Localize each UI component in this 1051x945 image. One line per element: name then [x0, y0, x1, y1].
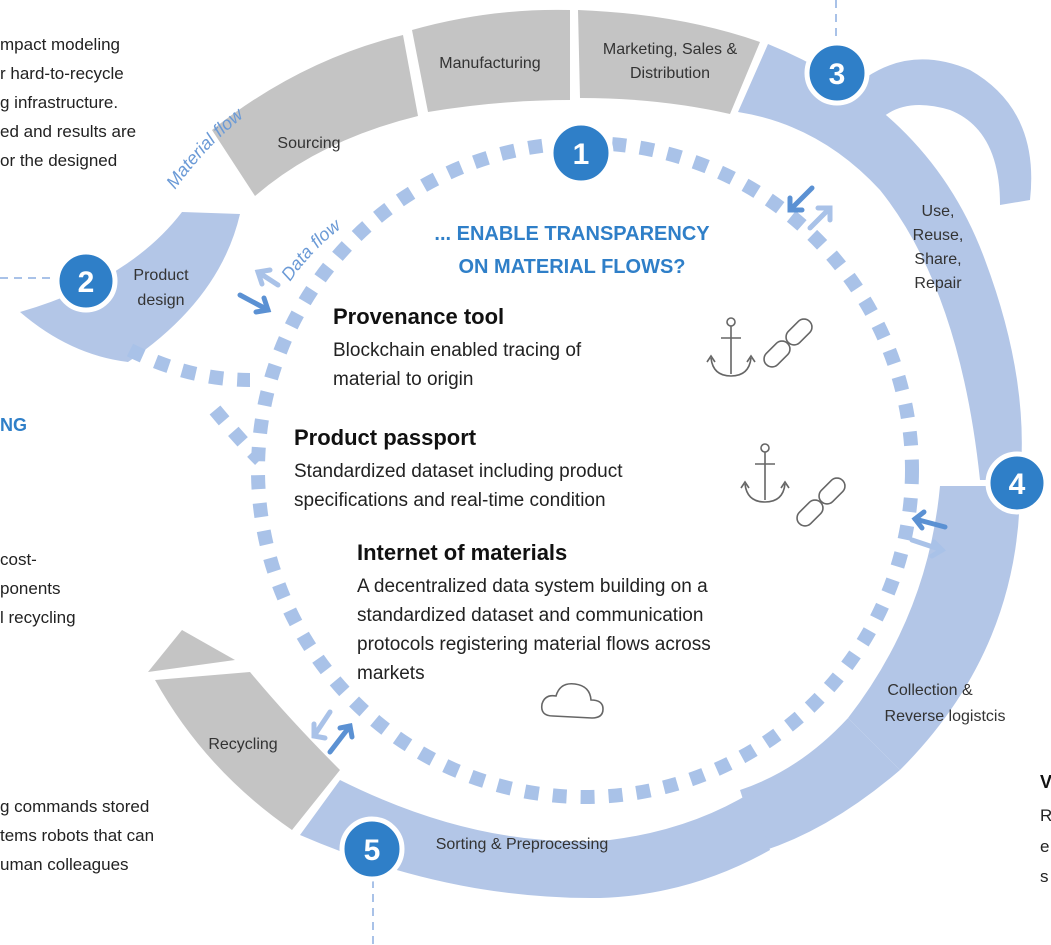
right-text-2: e: [1040, 837, 1049, 856]
step-1-badge: 1: [548, 120, 614, 186]
internet-of-materials-title: Internet of materials: [357, 540, 567, 565]
sorting-band: [300, 780, 770, 899]
collection-label-2: Reverse logistcis: [885, 708, 1006, 725]
provenance-tool-desc-1: Blockchain enabled tracing of: [333, 340, 582, 361]
provenance-tool-desc-2: material to origin: [333, 369, 473, 390]
internet-of-materials-desc-4: markets: [357, 663, 425, 684]
sourcing-segment: [212, 35, 418, 196]
recycling-label: Recycling: [208, 736, 277, 753]
left-middle-text-3: l recycling: [0, 608, 76, 627]
step-4-number: 4: [1009, 468, 1026, 501]
recycling-arrow-tip: [148, 630, 235, 672]
question-line-2: ON MATERIAL FLOWS?: [458, 256, 685, 278]
product-design-band: [20, 212, 240, 362]
data-flow-branch-lower: [209, 405, 265, 465]
recycling-segment: [155, 672, 340, 830]
top-left-text-4: ed and results are: [0, 122, 136, 141]
bottom-left-text-1: g commands stored: [0, 797, 149, 816]
step-3-badge: 3: [804, 40, 870, 106]
use-band: [738, 44, 1022, 480]
step-5-badge: 5: [339, 816, 405, 882]
step-4-badge: 4: [985, 451, 1049, 515]
right-text-1: R: [1040, 806, 1051, 825]
marketing-segment: [578, 10, 760, 114]
sourcing-label: Sourcing: [277, 135, 340, 152]
top-left-text-2: r hard-to-recycle: [0, 64, 124, 83]
bottom-left-text-2: tems robots that can: [0, 826, 154, 845]
left-middle-text-1: cost-: [0, 550, 37, 569]
collection-band-lower: [740, 718, 900, 852]
top-left-text-3: g infrastructure.: [0, 93, 118, 112]
use-label-4: Repair: [914, 275, 962, 292]
product-passport-title: Product passport: [294, 425, 477, 450]
step-3-number: 3: [829, 58, 846, 91]
left-middle-text-2: ponents: [0, 579, 61, 598]
double-arrow-right: [909, 509, 948, 559]
double-arrow-top-right: [787, 185, 833, 231]
anchor-icon: [706, 317, 756, 377]
step-2-number: 2: [78, 266, 95, 299]
provenance-tool-title: Provenance tool: [333, 304, 504, 329]
use-label-2: Reuse,: [913, 227, 964, 244]
cloud-icon: [540, 682, 604, 719]
top-left-text-5: or the designed: [0, 151, 117, 170]
marketing-label-1: Marketing, Sales &: [603, 41, 738, 58]
chain-link-icon: [796, 477, 846, 527]
internet-of-materials-desc-1: A decentralized data system building on …: [357, 576, 708, 597]
product-passport-desc-1: Standardized dataset including product: [294, 461, 623, 482]
internet-of-materials-desc-3: protocols registering material flows acr…: [357, 634, 711, 655]
right-heading: V: [1040, 772, 1051, 792]
use-label-1: Use,: [922, 203, 955, 220]
sorting-label: Sorting & Preprocessing: [436, 836, 609, 853]
collection-label-1: Collection &: [887, 682, 973, 699]
use-loop: [845, 59, 1032, 206]
product-passport-desc-2: specifications and real-time condition: [294, 490, 606, 511]
internet-of-materials-desc-2: standardized dataset and communication: [357, 605, 703, 626]
manufacturing-segment: [412, 9, 570, 113]
top-left-text-1: mpact modeling: [0, 35, 120, 54]
double-arrow-left: [237, 267, 281, 315]
marketing-label-2: Distribution: [630, 65, 710, 82]
data-flow-branch-upper: [126, 343, 251, 387]
left-heading: NG: [0, 415, 27, 435]
use-label-3: Share,: [914, 251, 961, 268]
collection-band: [848, 486, 1020, 770]
step-2-badge: 2: [54, 249, 118, 313]
question-line-1: ... ENABLE TRANSPARENCY: [434, 223, 710, 245]
manufacturing-label: Manufacturing: [439, 55, 540, 72]
step-1-number: 1: [573, 138, 590, 171]
product-design-label-2: design: [137, 292, 184, 309]
bottom-left-text-3: uman colleagues: [0, 855, 129, 874]
right-text-3: s: [1040, 867, 1049, 886]
double-arrow-bottom-left: [311, 709, 355, 755]
product-design-label-1: Product: [133, 267, 189, 284]
anchor-icon: [740, 443, 790, 503]
step-5-number: 5: [364, 834, 381, 867]
chain-link-icon: [763, 318, 813, 368]
